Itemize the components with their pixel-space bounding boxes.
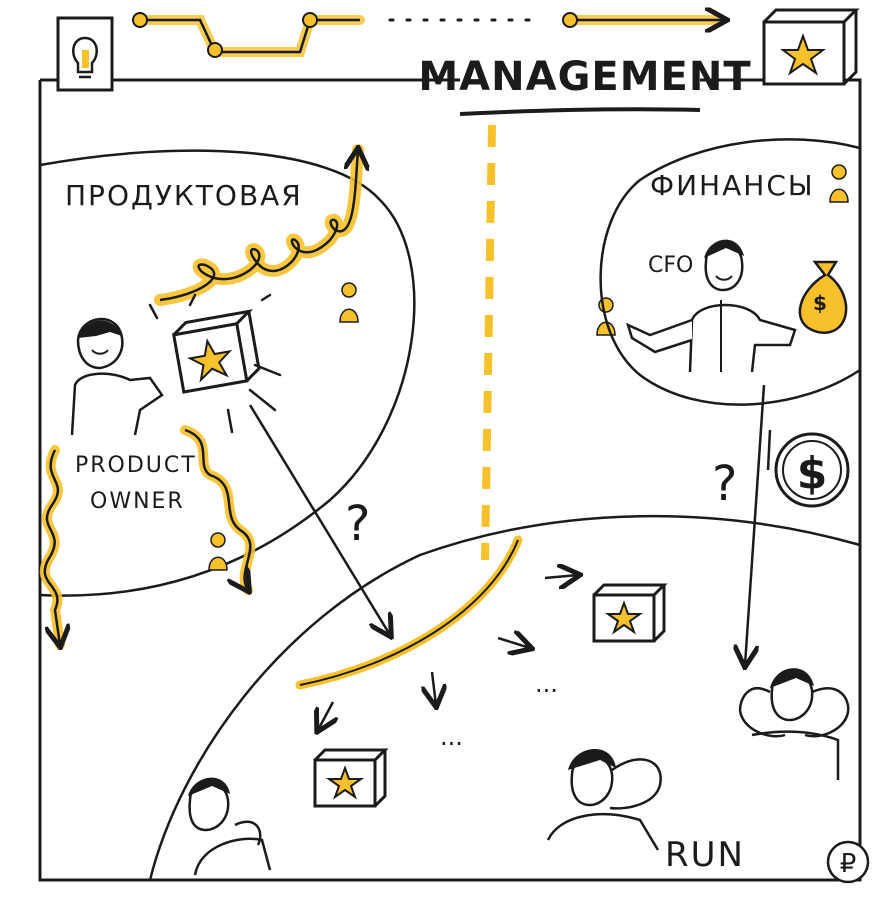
- growth-arrow-outline: [159, 150, 358, 302]
- center-divider: [481, 124, 496, 561]
- small-arrow: [544, 575, 578, 578]
- person-icon: [829, 164, 849, 203]
- finance-area-boundary: [599, 138, 861, 406]
- right-loop-arrow-outline: [184, 428, 250, 590]
- run-highlight: [295, 535, 523, 690]
- person-icon: [208, 532, 228, 571]
- small-arrow: [432, 671, 436, 705]
- person-icon: [339, 282, 359, 323]
- svg-text:₽: ₽: [840, 849, 857, 879]
- product-owner-label-line2: OWNER: [90, 489, 185, 514]
- divider-stroke: [766, 429, 772, 471]
- cfo-figure: [625, 239, 797, 373]
- timeline-path: [132, 13, 725, 58]
- product-owner-label-line1: PRODUCT: [75, 453, 197, 478]
- product-area-boundary: [39, 149, 416, 597]
- question-mark: ?: [345, 496, 370, 552]
- svg-text:$: $: [813, 291, 827, 315]
- run-highlight-outline: [299, 539, 519, 686]
- page-title: MANAGEMENT: [418, 54, 751, 100]
- dollar-coin-icon: $: [774, 432, 850, 508]
- money-bag-icon: $: [798, 260, 848, 334]
- person-figure: [188, 777, 272, 876]
- left-loop-arrow: [39, 445, 65, 650]
- product-label: ПРОДУКТОВАЯ: [65, 179, 303, 212]
- relaxed-person-figure: [546, 749, 662, 851]
- cfo-label: CFO: [648, 253, 693, 278]
- finance-label: ФИНАНСЫ: [650, 169, 815, 202]
- worried-person-figure: [738, 668, 850, 780]
- ellipsis: ...: [440, 723, 463, 751]
- svg-text:$: $: [797, 448, 828, 499]
- shine-rays: [148, 293, 282, 434]
- left-loop-arrow-outline: [43, 449, 60, 645]
- ruble-icon: ₽: [826, 840, 870, 884]
- small-arrow: [318, 701, 333, 730]
- product-star-box: [171, 309, 261, 394]
- question-mark: ?: [712, 456, 737, 512]
- product-to-run-arrow: [248, 404, 390, 635]
- run-label: RUN: [665, 835, 745, 875]
- run-area-boundary: [148, 514, 861, 881]
- growth-arrow: [154, 144, 364, 306]
- ellipsis: ...: [535, 670, 558, 698]
- small-arrow: [497, 638, 530, 648]
- star-box-icon: [762, 8, 860, 86]
- title-underline: [459, 107, 701, 116]
- lightbulb-icon: [56, 16, 114, 92]
- product-owner-figure: [70, 317, 164, 436]
- star-box: [592, 583, 666, 643]
- star-box: [313, 748, 387, 808]
- finance-to-run-arrow: [745, 384, 766, 665]
